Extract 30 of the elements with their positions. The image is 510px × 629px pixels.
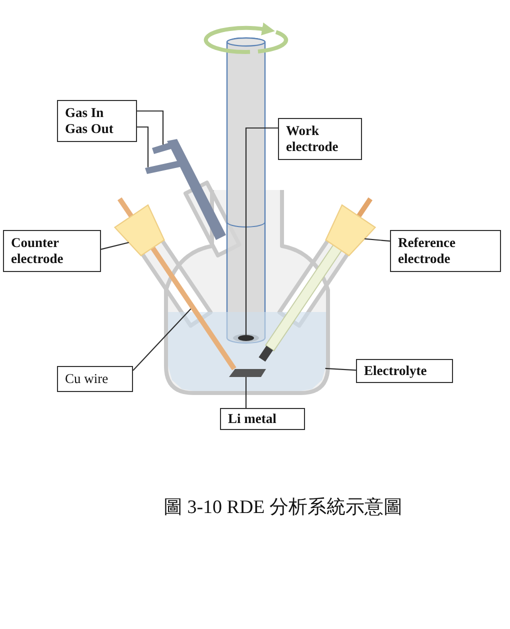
callout-text: Counter electrode: [11, 235, 64, 267]
gas-tube: [145, 139, 226, 240]
callout-frame: [278, 118, 362, 160]
leader-line: [100, 242, 129, 250]
leader-line: [137, 110, 164, 145]
callout-text: Work electrode: [286, 123, 340, 155]
callout-frame: [220, 408, 305, 430]
callout-text: Cu wire: [65, 371, 108, 387]
leader-line: [137, 126, 149, 168]
callout-text: Gas Out: [65, 121, 114, 137]
leader-line: [132, 308, 192, 371]
disk-electrode: [238, 335, 254, 341]
figure-caption: 圖 3-10 RDE 分析系統示意圖: [163, 496, 403, 520]
callout-text: Reference electrode: [398, 235, 456, 267]
leader-line: [325, 368, 356, 371]
electrode-stopper: [114, 204, 165, 256]
electrolyte-liquid: [168, 312, 326, 391]
lithium-metal-plate: [229, 369, 266, 377]
callout-text: Gas In: [65, 105, 104, 121]
callout-text: Electrolyte: [364, 363, 427, 379]
leader-line: [364, 238, 390, 242]
callout-frame: [3, 230, 101, 272]
reference-electrode: [258, 197, 376, 362]
leader-line: [245, 377, 247, 408]
callout-frame: [57, 100, 137, 142]
callout-text: Li metal: [228, 411, 276, 427]
callout-frame: [390, 230, 501, 272]
callout-frame: [57, 366, 133, 392]
leader-line: [245, 127, 278, 335]
callout-frame: [356, 359, 453, 383]
